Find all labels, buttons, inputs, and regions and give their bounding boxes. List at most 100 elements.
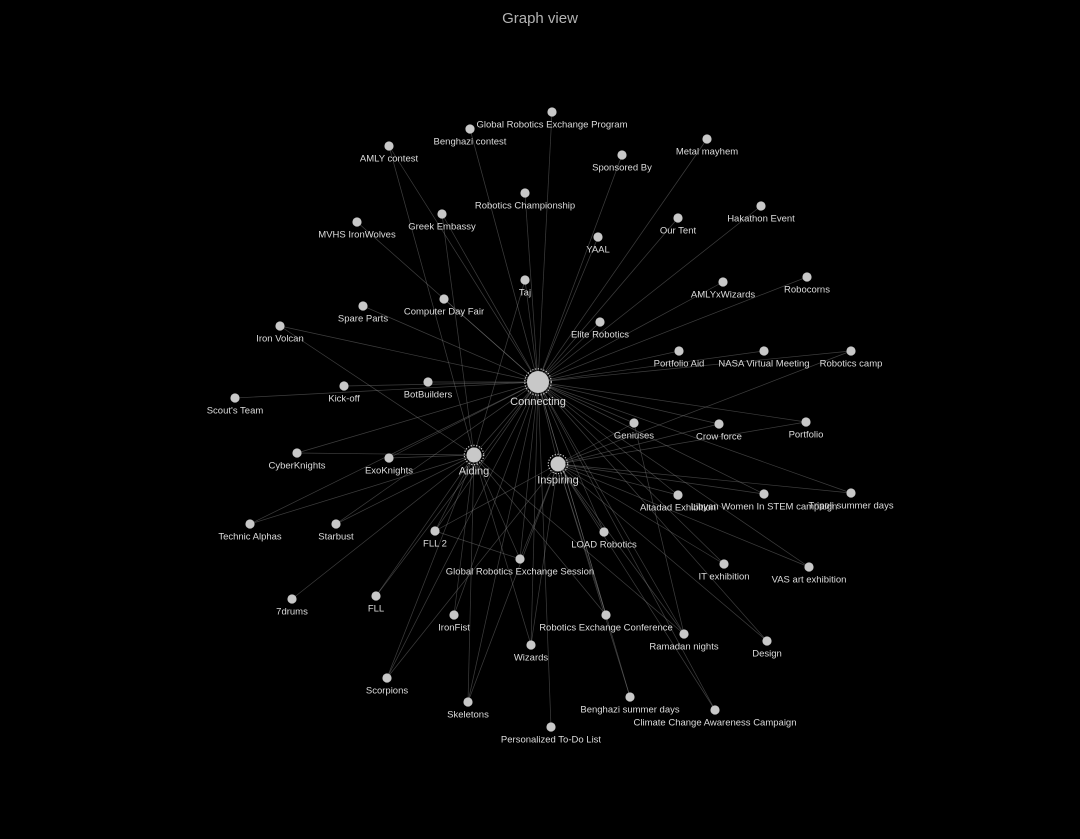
graph-node-dot[interactable] (674, 346, 684, 356)
graph-node-dot[interactable] (846, 488, 856, 498)
graph-node-benghazi-summer-days[interactable]: Benghazi summer days (580, 692, 680, 716)
graph-node-greek-embassy[interactable]: Greek Embassy (408, 209, 476, 233)
graph-node-dot[interactable] (802, 272, 812, 282)
graph-node-skeletons[interactable]: Skeletons (447, 697, 489, 721)
graph-node-label[interactable]: Starbust (318, 532, 354, 543)
graph-node-dot[interactable] (245, 519, 255, 529)
graph-node-label[interactable]: Sponsored By (592, 163, 652, 174)
graph-node-portfolio[interactable]: Portfolio (789, 417, 824, 441)
graph-node-label[interactable]: 7drums (276, 607, 308, 618)
graph-node-label[interactable]: Portfolio (789, 430, 824, 441)
graph-node-dot[interactable] (756, 201, 766, 211)
graph-node-amlyxwizards[interactable]: AMLYxWizards (691, 277, 755, 301)
graph-node-label[interactable]: Personalized To-Do List (501, 735, 602, 746)
graph-node-dot[interactable] (466, 447, 482, 463)
graph-node-label[interactable]: Global Robotics Exchange Session (446, 567, 594, 578)
graph-node-dot[interactable] (292, 448, 302, 458)
graph-node-global-robotics-exchange-session[interactable]: Global Robotics Exchange Session (446, 554, 594, 578)
graph-node-label[interactable]: Scorpions (366, 686, 408, 697)
graph-node-botbuilders[interactable]: BotBuilders (404, 377, 453, 401)
graph-node-fll[interactable]: FLL (368, 591, 384, 615)
graph-node-cyberknights[interactable]: CyberKnights (268, 448, 326, 472)
graph-node-label[interactable]: Portfolio Aid (654, 359, 705, 370)
graph-node-dot[interactable] (599, 527, 609, 537)
graph-node-label[interactable]: AMLYxWizards (691, 290, 755, 301)
graph-node-label[interactable]: ExoKnights (365, 466, 413, 477)
graph-node-tripoli-summer-days[interactable]: Tripoli summer days (808, 488, 894, 512)
graph-node-label[interactable]: Tripoli summer days (808, 501, 893, 512)
graph-node-dot[interactable] (520, 188, 530, 198)
graph-node-label[interactable]: Geniuses (614, 431, 654, 442)
graph-node-label[interactable]: IT exhibition (698, 572, 749, 583)
graph-node-dot[interactable] (550, 456, 566, 472)
graph-node-label[interactable]: Ramadan nights (649, 642, 718, 653)
graph-node-dot[interactable] (527, 371, 549, 393)
graph-node-connecting[interactable]: Connecting (510, 368, 566, 408)
graph-node-robotics-championship[interactable]: Robotics Championship (475, 188, 575, 212)
graph-node-load-robotics[interactable]: LOAD Robotics (571, 527, 637, 551)
graph-node-label[interactable]: Inspiring (537, 475, 579, 487)
graph-node-label[interactable]: MVHS IronWolves (318, 230, 396, 241)
graph-node-hakathon-event[interactable]: Hakathon Event (727, 201, 795, 225)
graph-node-dot[interactable] (463, 697, 473, 707)
graph-node-dot[interactable] (547, 107, 557, 117)
graph-node-exoknights[interactable]: ExoKnights (365, 453, 413, 477)
graph-node-scouts-team[interactable]: Scout's Team (207, 393, 264, 417)
graph-node-label[interactable]: Aiding (459, 466, 490, 478)
graph-node-label[interactable]: Hakathon Event (727, 214, 795, 225)
graph-node-dot[interactable] (423, 377, 433, 387)
graph-node-design[interactable]: Design (752, 636, 782, 660)
graph-node-mvhs-ironwolves[interactable]: MVHS IronWolves (318, 217, 396, 241)
graph-node-dot[interactable] (759, 346, 769, 356)
graph-node-technic-alphas[interactable]: Technic Alphas (218, 519, 282, 543)
graph-node-iron-volcan[interactable]: Iron Volcan (256, 321, 304, 345)
graph-node-label[interactable]: Altadad Exhibition (640, 503, 716, 514)
graph-node-dot[interactable] (358, 301, 368, 311)
graph-node-dot[interactable] (339, 381, 349, 391)
graph-node-label[interactable]: Elite Robotics (571, 330, 629, 341)
graph-node-spare-parts[interactable]: Spare Parts (338, 301, 388, 325)
graph-node-dot[interactable] (625, 692, 635, 702)
graph-node-dot[interactable] (352, 217, 362, 227)
graph-node-dot[interactable] (673, 213, 683, 223)
graph-node-dot[interactable] (515, 554, 525, 564)
graph-node-7drums[interactable]: 7drums (276, 594, 308, 618)
graph-node-label[interactable]: Benghazi contest (434, 137, 507, 148)
graph-node-dot[interactable] (546, 722, 556, 732)
graph-node-label[interactable]: Taj (519, 288, 531, 299)
graph-node-label[interactable]: LOAD Robotics (571, 540, 637, 551)
graph-node-label[interactable]: Skeletons (447, 710, 489, 721)
graph-node-label[interactable]: CyberKnights (268, 461, 325, 472)
graph-node-global-robotics-exchange-program[interactable]: Global Robotics Exchange Program (476, 107, 628, 131)
graph-node-label[interactable]: Our Tent (660, 226, 697, 237)
graph-node-label[interactable]: Spare Parts (338, 314, 388, 325)
graph-node-portfolio-aid[interactable]: Portfolio Aid (654, 346, 705, 370)
graph-node-yaal[interactable]: YAAL (586, 232, 610, 256)
graph-node-dot[interactable] (601, 610, 611, 620)
graph-node-elite-robotics[interactable]: Elite Robotics (571, 317, 629, 341)
graph-node-label[interactable]: Computer Day Fair (404, 307, 484, 318)
graph-node-scorpions[interactable]: Scorpions (366, 673, 408, 697)
graph-node-dot[interactable] (846, 346, 856, 356)
graph-node-dot[interactable] (465, 124, 475, 134)
graph-node-label[interactable]: Greek Embassy (408, 222, 476, 233)
graph-node-label[interactable]: Global Robotics Exchange Program (476, 120, 627, 131)
graph-node-starbust[interactable]: Starbust (318, 519, 354, 543)
graph-node-label[interactable]: NASA Virtual Meeting (718, 359, 809, 370)
graph-node-robotics-exchange-conference[interactable]: Robotics Exchange Conference (539, 610, 673, 634)
graph-node-benghazi-contest[interactable]: Benghazi contest (434, 124, 507, 148)
graph-node-crow-force[interactable]: Crow force (696, 419, 742, 443)
graph-node-dot[interactable] (679, 629, 689, 639)
graph-node-dot[interactable] (718, 277, 728, 287)
graph-node-nasa-virtual-meeting[interactable]: NASA Virtual Meeting (718, 346, 810, 370)
graph-node-dot[interactable] (520, 275, 530, 285)
graph-node-robotics-camp[interactable]: Robotics camp (820, 346, 883, 370)
graph-node-aiding[interactable]: Aiding (459, 444, 490, 478)
graph-node-dot[interactable] (382, 673, 392, 683)
graph-node-dot[interactable] (719, 559, 729, 569)
graph-node-label[interactable]: Technic Alphas (218, 532, 282, 543)
graph-node-dot[interactable] (617, 150, 627, 160)
graph-node-dot[interactable] (230, 393, 240, 403)
graph-node-dot[interactable] (430, 526, 440, 536)
